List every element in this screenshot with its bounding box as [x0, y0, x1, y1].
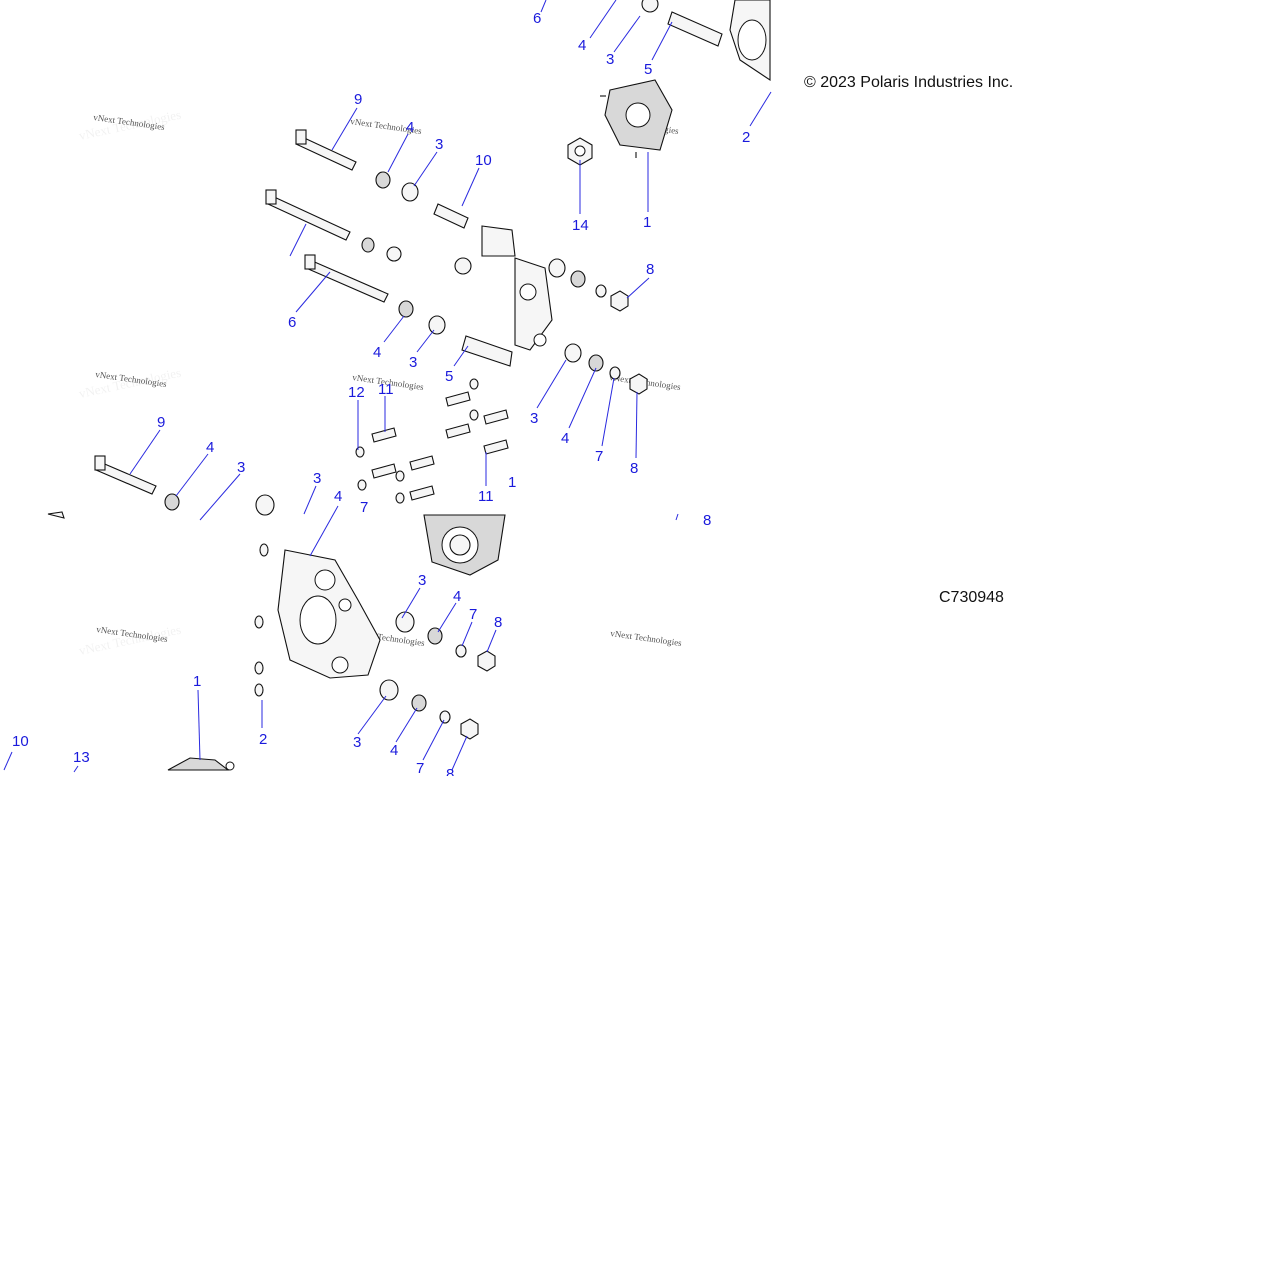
callout-label: 10	[475, 152, 492, 169]
callout-label: 4	[373, 344, 381, 361]
callout-label: 3	[237, 459, 245, 476]
callout-label: 4	[334, 488, 342, 505]
spacer-sleeve	[667, 11, 723, 47]
bolt-head	[295, 129, 307, 145]
nut	[610, 290, 629, 312]
callout-label: 4	[390, 742, 398, 759]
bushing	[641, 0, 659, 13]
callout-label: 3	[409, 354, 417, 371]
spacer-sleeve	[461, 335, 513, 367]
callout-label: 8	[703, 512, 711, 529]
callout-label: 14	[572, 217, 589, 234]
nut	[477, 650, 496, 672]
callout-label: 4	[406, 119, 414, 136]
callout-label: 10	[12, 733, 29, 750]
hub-bore	[625, 102, 651, 128]
callout-label: 8	[446, 766, 454, 783]
callout-label: 11	[378, 381, 394, 398]
callout-label: 13	[73, 749, 90, 766]
callout-label: 1	[193, 673, 201, 690]
hub-fragment	[167, 757, 230, 771]
nut	[460, 718, 479, 740]
long-bolt	[267, 195, 351, 241]
callout-label: 7	[595, 448, 603, 465]
callout-label: 3	[313, 470, 321, 487]
callout-label: 3	[606, 51, 614, 68]
callout-label: 8	[646, 261, 654, 278]
washer	[375, 171, 391, 189]
callout-label: 1	[508, 474, 516, 491]
housing-bore	[737, 19, 767, 61]
knuckle	[514, 257, 553, 351]
leader-lines	[3, 0, 772, 773]
copyright-notice: © 2023 Polaris Industries Inc.	[804, 74, 1014, 91]
blank-region	[0, 776, 1285, 1285]
nut	[629, 373, 648, 395]
callout-label: 7	[360, 499, 368, 516]
knuckle-fragment	[481, 225, 516, 257]
callout-label: 1	[643, 214, 651, 231]
callout-label: 5	[644, 61, 652, 78]
callout-label: 8	[630, 460, 638, 477]
bushing	[401, 182, 419, 202]
callout-label: 4	[453, 588, 461, 605]
callout-label: 4	[561, 430, 569, 447]
callout-label: 2	[259, 731, 267, 748]
spacer-sleeve	[433, 203, 469, 229]
callout-label: 3	[530, 410, 538, 427]
callout-label: 2	[742, 129, 750, 146]
callout-label: 6	[288, 314, 296, 331]
callout-label: 3	[418, 572, 426, 589]
diagram-code: C730948	[939, 589, 1004, 606]
callout-label: 4	[206, 439, 214, 456]
watermark: vNext Technologies	[610, 628, 683, 648]
callout-label: 9	[157, 414, 165, 431]
callout-label: 6	[533, 10, 541, 27]
callout-label: 5	[445, 368, 453, 385]
callout-label: 7	[416, 760, 424, 777]
callout-label: 11	[478, 488, 494, 505]
callout-labels: 6 4 3 5 2 9 4 3 10 14 1 8 6 4 3 5 3 4 7 …	[12, 10, 750, 783]
callout-label: 9	[354, 91, 362, 108]
callout-label: 8	[494, 614, 502, 631]
callout-label: 4	[578, 37, 586, 54]
long-bolt	[305, 259, 389, 303]
callout-label: 3	[435, 136, 443, 153]
callout-label: 3	[353, 734, 361, 751]
blank-region	[771, 0, 1285, 70]
callout-label: 12	[348, 384, 365, 401]
callout-label: 7	[469, 606, 477, 623]
